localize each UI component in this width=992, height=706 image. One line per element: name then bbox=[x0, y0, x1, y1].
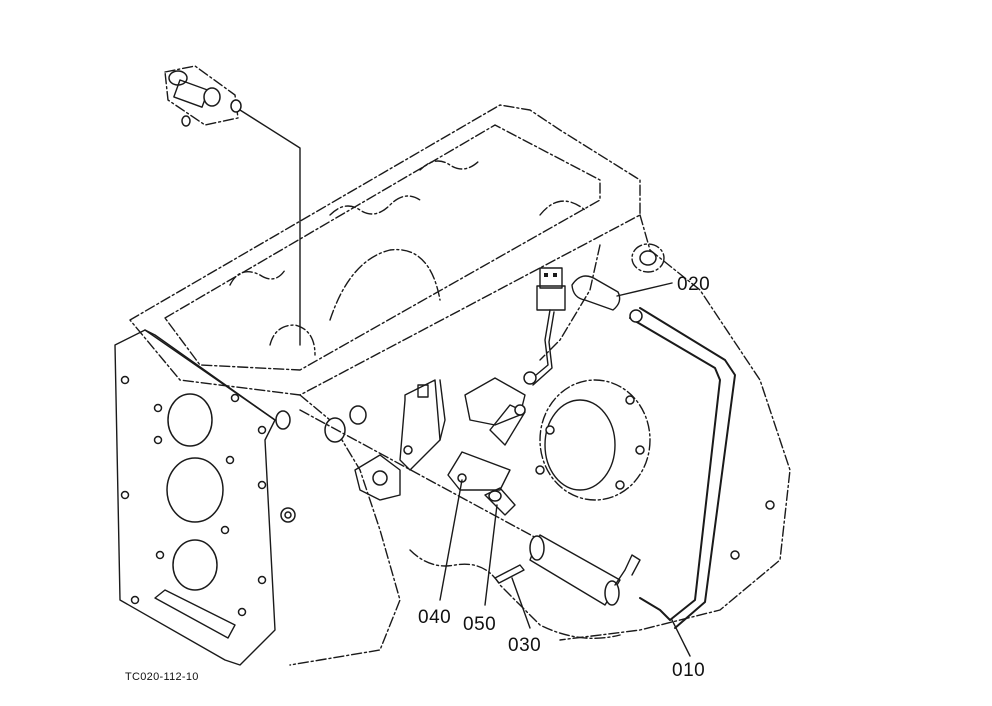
wire-connector bbox=[536, 267, 566, 311]
washer-large bbox=[324, 417, 346, 443]
washer-small bbox=[349, 405, 367, 425]
leader-040 bbox=[439, 479, 463, 601]
callout-label-020: 020 bbox=[677, 274, 710, 295]
reference-code: TC020-112-10 bbox=[125, 671, 199, 683]
leader-030 bbox=[511, 577, 531, 629]
front-flange-plate bbox=[114, 329, 296, 666]
leader-010 bbox=[671, 619, 691, 657]
handle-knob-020 bbox=[571, 275, 621, 311]
callout-label-050: 050 bbox=[463, 614, 496, 635]
transmission-housing bbox=[129, 104, 791, 666]
sensor-switch bbox=[464, 309, 555, 446]
callout-label-040: 040 bbox=[418, 607, 451, 628]
bolt-050 bbox=[484, 487, 516, 516]
mount-plate bbox=[447, 451, 511, 491]
callout-label-030: 030 bbox=[508, 635, 541, 656]
callout-label-010: 010 bbox=[672, 660, 705, 681]
pin-030 bbox=[494, 564, 525, 584]
leader-050 bbox=[484, 504, 498, 606]
sensor-plug-part bbox=[164, 65, 242, 127]
shift-rod-010 bbox=[529, 307, 736, 629]
leader-020 bbox=[616, 282, 673, 297]
bracket-040 bbox=[354, 379, 446, 501]
